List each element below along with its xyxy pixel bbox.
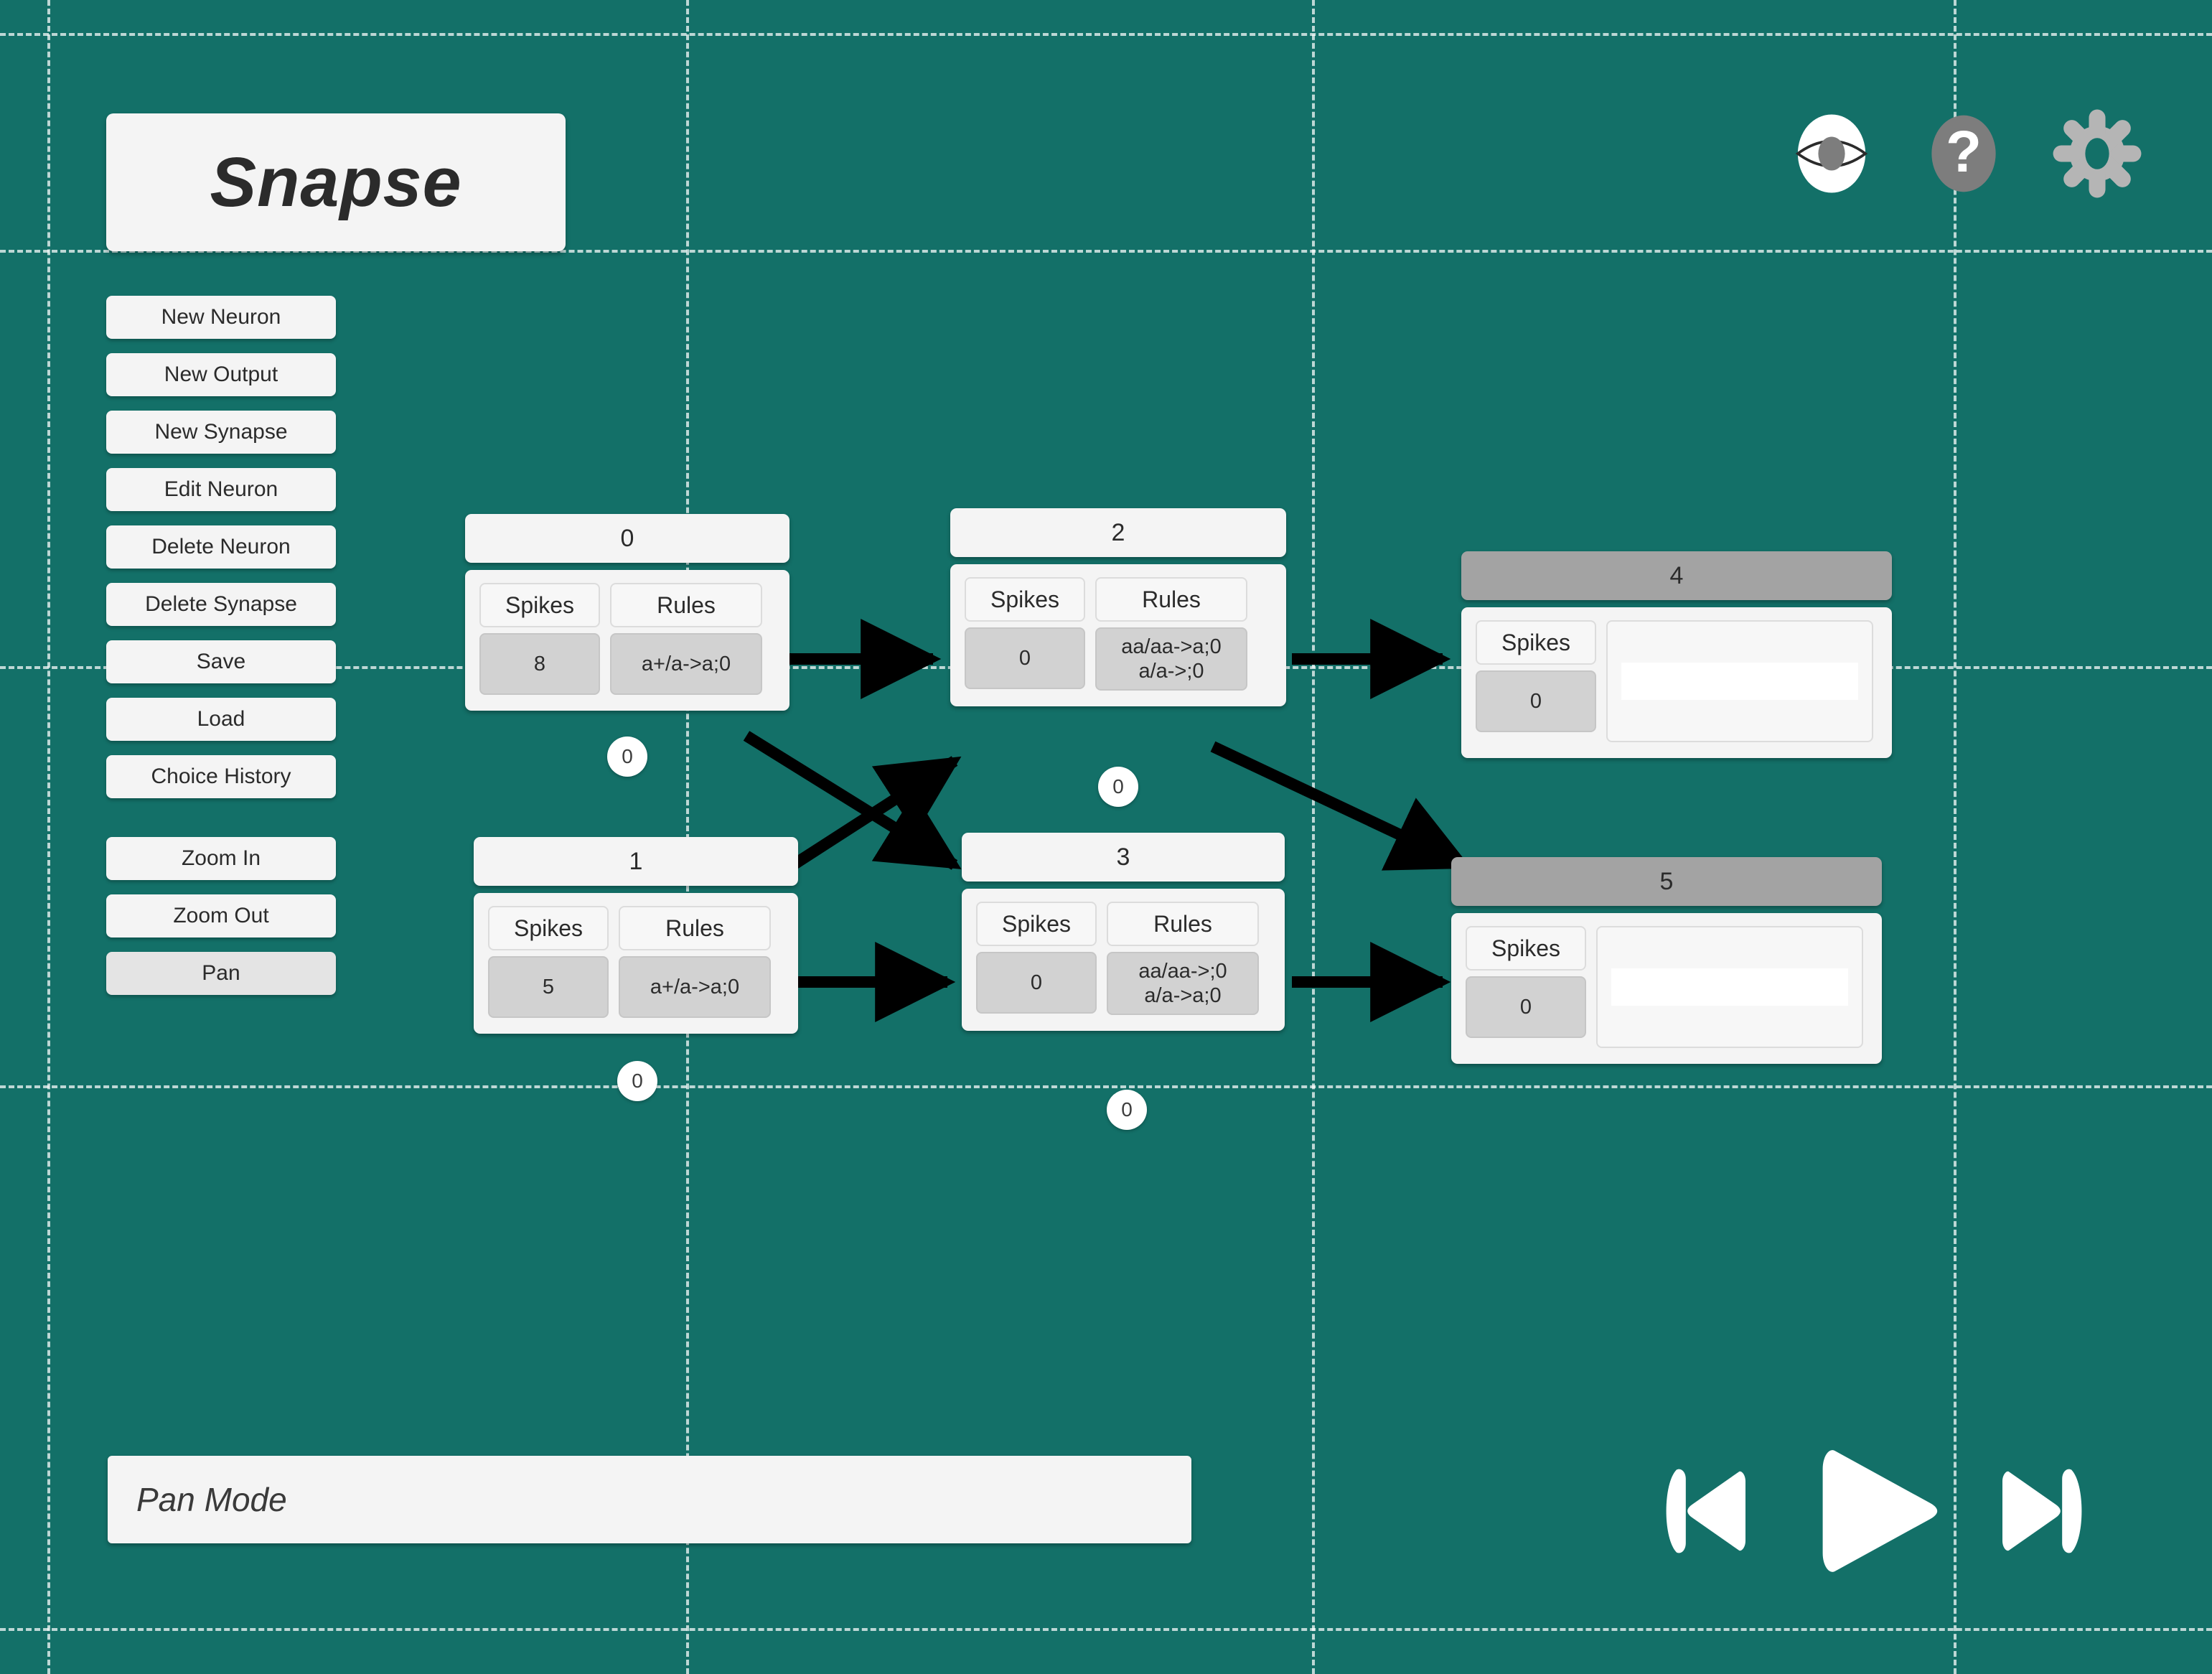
- app-title: Snapse: [210, 143, 462, 221]
- synapse-weight-badge-3: 0: [1107, 1090, 1147, 1130]
- output-display-4[interactable]: [1606, 620, 1873, 742]
- spikes-value-0[interactable]: 8: [479, 633, 600, 695]
- node-header-4: 4: [1461, 551, 1892, 600]
- output-display-5[interactable]: [1596, 926, 1863, 1048]
- spikes-column: Spikes 8: [479, 583, 600, 695]
- grid-line-horizontal: [0, 1628, 2212, 1631]
- spikes-value-5[interactable]: 0: [1466, 976, 1586, 1038]
- sidebar-item-pan[interactable]: Pan: [106, 952, 336, 995]
- sidebar-item-delete-synapse[interactable]: Delete Synapse: [106, 583, 336, 626]
- rule-line: a/a->;0: [1138, 660, 1204, 683]
- rules-value-3[interactable]: aa/aa->;0 a/a->a;0: [1107, 952, 1259, 1016]
- synapse-weight-badge-2: 0: [1098, 767, 1138, 807]
- node-header-3: 3: [962, 833, 1285, 882]
- output-node-4[interactable]: 4 Spikes 0: [1461, 551, 1892, 758]
- sidebar-item-choice-history[interactable]: Choice History: [106, 755, 336, 798]
- neuron-node-1[interactable]: 1 Spikes 5 Rules a+/a->a;0: [474, 837, 798, 1034]
- svg-text:?: ?: [1946, 119, 1982, 184]
- grid-line-horizontal: [0, 1085, 2212, 1088]
- synapse-weight-badge-0: 0: [607, 737, 647, 777]
- node-body-4: Spikes 0: [1461, 607, 1892, 758]
- play-button[interactable]: [1799, 1436, 1949, 1586]
- rule-line: a+/a->a;0: [641, 652, 731, 675]
- output-value-5: [1611, 968, 1848, 1006]
- eye-icon[interactable]: [1787, 109, 1876, 198]
- spikes-label: Spikes: [1466, 926, 1586, 971]
- spikes-label: Spikes: [976, 902, 1097, 946]
- sidebar-item-edit-neuron[interactable]: Edit Neuron: [106, 468, 336, 511]
- rules-value-1[interactable]: a+/a->a;0: [619, 956, 771, 1018]
- rules-label: Rules: [610, 583, 762, 627]
- grid-line-vertical: [1954, 0, 1956, 1674]
- spikes-label: Spikes: [479, 583, 600, 627]
- rules-column: Rules a+/a->a;0: [610, 583, 762, 695]
- spikes-column: Spikes 0: [1476, 620, 1596, 742]
- grid-line-vertical: [47, 0, 50, 1674]
- output-node-5[interactable]: 5 Spikes 0: [1451, 857, 1882, 1064]
- spikes-column: Spikes 0: [976, 902, 1097, 1015]
- neuron-node-0[interactable]: 0 Spikes 8 Rules a+/a->a;0: [465, 514, 789, 711]
- rule-line: a/a->a;0: [1144, 984, 1222, 1008]
- status-bar: Pan Mode: [108, 1456, 1191, 1543]
- synapse-1-to-2: [789, 756, 962, 870]
- grid-line-vertical: [1312, 0, 1315, 1674]
- rule-line: aa/aa->a;0: [1121, 635, 1222, 658]
- help-icon[interactable]: ?: [1919, 109, 2008, 198]
- spikes-column: Spikes 5: [488, 906, 609, 1018]
- rule-line: aa/aa->;0: [1138, 960, 1227, 983]
- node-body-1: Spikes 5 Rules a+/a->a;0: [474, 893, 798, 1034]
- spikes-column: Spikes 0: [965, 577, 1085, 691]
- node-header-5: 5: [1451, 857, 1882, 906]
- sidebar-item-load[interactable]: Load: [106, 698, 336, 741]
- sidebar-item-new-output[interactable]: New Output: [106, 353, 336, 396]
- rules-value-0[interactable]: a+/a->a;0: [610, 633, 762, 695]
- node-body-0: Spikes 8 Rules a+/a->a;0: [465, 570, 789, 711]
- sidebar-item-new-synapse[interactable]: New Synapse: [106, 411, 336, 454]
- synapse-weight-badge-1: 0: [617, 1061, 657, 1101]
- transport-controls: [1642, 1436, 2106, 1586]
- sidebar: New Neuron New Output New Synapse Edit N…: [106, 296, 336, 1009]
- next-step-button[interactable]: [1991, 1454, 2106, 1568]
- sidebar-item-new-neuron[interactable]: New Neuron: [106, 296, 336, 339]
- spikes-value-4[interactable]: 0: [1476, 670, 1596, 732]
- node-header-1: 1: [474, 837, 798, 886]
- sidebar-item-save[interactable]: Save: [106, 640, 336, 683]
- rules-label: Rules: [1095, 577, 1247, 622]
- node-body-2: Spikes 0 Rules aa/aa->a;0 a/a->;0: [950, 564, 1286, 707]
- rule-line: a+/a->a;0: [650, 975, 740, 999]
- neuron-node-3[interactable]: 3 Spikes 0 Rules aa/aa->;0 a/a->a;0: [962, 833, 1285, 1032]
- node-header-2: 2: [950, 508, 1286, 557]
- rules-value-2[interactable]: aa/aa->a;0 a/a->;0: [1095, 627, 1247, 691]
- settings-icon[interactable]: [2051, 108, 2143, 200]
- rules-column: Rules aa/aa->;0 a/a->a;0: [1107, 902, 1259, 1016]
- rules-column: Rules a+/a->a;0: [619, 906, 771, 1018]
- node-header-0: 0: [465, 514, 789, 563]
- spikes-value-2[interactable]: 0: [965, 627, 1085, 689]
- mode-status-text: Pan Mode: [136, 1481, 287, 1518]
- spikes-column: Spikes 0: [1466, 926, 1586, 1048]
- grid-line-horizontal: [0, 33, 2212, 36]
- rules-label: Rules: [619, 906, 771, 950]
- previous-step-button[interactable]: [1642, 1454, 1757, 1568]
- spikes-value-3[interactable]: 0: [976, 952, 1097, 1014]
- rules-column: Rules aa/aa->a;0 a/a->;0: [1095, 577, 1247, 691]
- sidebar-item-zoom-in[interactable]: Zoom In: [106, 837, 336, 880]
- rules-label: Rules: [1107, 902, 1259, 946]
- spikes-label: Spikes: [965, 577, 1085, 622]
- node-body-3: Spikes 0 Rules aa/aa->;0 a/a->a;0: [962, 889, 1285, 1032]
- neuron-node-2[interactable]: 2 Spikes 0 Rules aa/aa->a;0 a/a->;0: [950, 508, 1286, 707]
- spikes-value-1[interactable]: 5: [488, 956, 609, 1018]
- node-body-5: Spikes 0: [1451, 913, 1882, 1064]
- output-value-4: [1621, 663, 1858, 700]
- app-logo: Snapse: [106, 113, 566, 251]
- sidebar-item-zoom-out[interactable]: Zoom Out: [106, 894, 336, 937]
- spikes-label: Spikes: [1476, 620, 1596, 665]
- spikes-label: Spikes: [488, 906, 609, 950]
- toolbar-icons: ?: [1787, 108, 2143, 200]
- sidebar-item-delete-neuron[interactable]: Delete Neuron: [106, 525, 336, 569]
